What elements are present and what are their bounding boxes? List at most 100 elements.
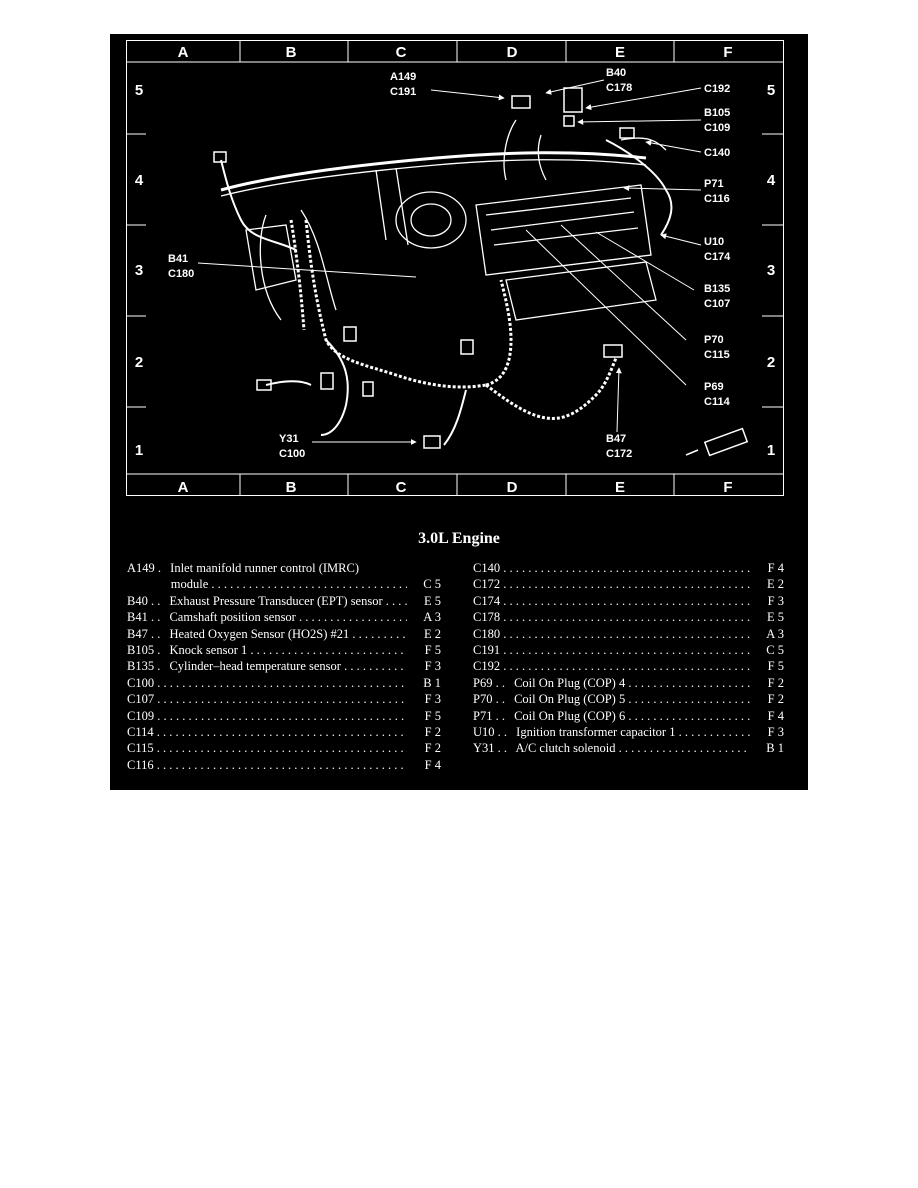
legend-entry: B40 . . Exhaust Pressure Transducer (EPT… <box>127 592 441 610</box>
legend-grid-location: B 1 <box>754 740 784 757</box>
legend-entry: C174 F 3 <box>473 592 784 610</box>
legend-description: Camshaft position sensor <box>166 610 296 625</box>
callout-u10: U10 <box>704 236 724 248</box>
callout-b40: B40 <box>606 67 626 79</box>
legend-description: Knock sensor 1 <box>166 642 248 657</box>
legend-description: Heated Oxygen Sensor (HO2S) #21 <box>166 626 350 641</box>
legend-entry: B47 . . Heated Oxygen Sensor (HO2S) #21E… <box>127 625 441 642</box>
legend-grid-location: F 3 <box>754 723 784 741</box>
col-label-a-bottom: A <box>178 479 189 496</box>
col-label-f-top: F <box>723 44 732 61</box>
legend-code: C172 <box>473 577 501 592</box>
legend-entry: moduleC 5 <box>127 576 441 593</box>
legend-entry: C180A 3 <box>473 625 784 642</box>
legend-entry-text: B40 . . Exhaust Pressure Transducer (EPT… <box>127 593 407 609</box>
legend-entry-text: C100 <box>127 675 407 691</box>
callout-b41: B41 <box>168 253 188 265</box>
callout-c107: C107 <box>704 298 730 310</box>
row-label-5-right: 5 <box>767 82 775 99</box>
row-label-1-right: 1 <box>767 442 775 459</box>
legend-code: C174 <box>473 593 501 608</box>
legend-grid-location: A 3 <box>411 609 441 626</box>
legend-grid-location: C 5 <box>754 641 784 659</box>
legend-code: U10 . . <box>473 724 508 739</box>
legend-entry: C115F 2 <box>127 740 441 757</box>
row-label-4-left: 4 <box>135 172 144 189</box>
legend-entry-text: B135 . Cylinder–head temperature sensor <box>127 658 407 674</box>
legend-code: C100 <box>127 675 155 690</box>
legend-grid-location: F 4 <box>411 756 441 774</box>
legend-entry: B105 . Knock sensor 1 F 5 <box>127 641 441 659</box>
legend-code: Y31 . . <box>473 741 508 756</box>
legend-code: B105 . <box>127 642 161 657</box>
legend-entry-text: U10 . . Ignition transformer capacitor 1 <box>473 724 750 740</box>
legend-entry: C116F 4 <box>127 756 441 774</box>
legend-description: Coil On Plug (COP) 6 <box>510 708 626 723</box>
engine-illustration <box>213 87 749 457</box>
legend-grid-location: F 4 <box>754 707 784 724</box>
callout-c116: C116 <box>704 193 730 205</box>
legend-code: C192 <box>473 659 501 674</box>
legend-entry: A149 . Inlet manifold runner control (IM… <box>127 560 441 576</box>
legend-grid-location: F 3 <box>754 592 784 610</box>
callout-c114: C114 <box>704 396 731 408</box>
legend-entry-text: P70 . . Coil On Plug (COP) 5 <box>473 691 750 707</box>
legend-entry-text: C140 <box>473 560 750 576</box>
leader-lines <box>197 79 702 445</box>
callout-c192: C192 <box>704 83 730 95</box>
callout-c109: C109 <box>704 122 730 134</box>
legend-grid-location: F 2 <box>754 691 784 708</box>
legend-description: module <box>127 577 209 592</box>
legend-code: C178 <box>473 610 501 625</box>
legend-entry-text: Y31 . . A/C clutch solenoid <box>473 740 750 756</box>
legend-code: C114 <box>127 724 154 739</box>
column-ticks <box>239 40 675 496</box>
legend-grid-location: E 5 <box>411 592 441 610</box>
legend-entry-text: C180 <box>473 626 750 642</box>
legend-code: B41 . . <box>127 610 161 625</box>
col-label-c-top: C <box>396 44 407 61</box>
legend-entry: B41 . . Camshaft position sensor A 3 <box>127 609 441 626</box>
legend-code: C115 <box>127 741 154 756</box>
legend-entry-text: C115 <box>127 740 407 756</box>
col-label-d-bottom: D <box>507 479 518 496</box>
col-label-d-top: D <box>507 44 518 61</box>
legend-description: Exhaust Pressure Transducer (EPT) sensor <box>166 593 383 608</box>
legend-description: Cylinder–head temperature sensor <box>166 659 341 674</box>
legend-code: C107 <box>127 692 155 707</box>
callout-c180: C180 <box>168 268 194 280</box>
legend-left-column: A149 . Inlet manifold runner control (IM… <box>127 560 441 774</box>
col-label-b-bottom: B <box>286 479 297 496</box>
legend-grid-location: F 5 <box>411 707 441 724</box>
col-label-e-top: E <box>615 44 625 61</box>
legend-code: C140 <box>473 561 501 575</box>
legend-entry: C192 F 5 <box>473 658 784 675</box>
callout-b135: B135 <box>704 283 730 295</box>
legend-grid-location: E 2 <box>754 576 784 593</box>
legend-entry: P70 . . Coil On Plug (COP) 5F 2 <box>473 691 784 708</box>
row-label-1-left: 1 <box>135 442 143 459</box>
legend-entry-text: C192 <box>473 658 750 674</box>
callout-y31: Y31 <box>279 433 299 445</box>
legend-grid-location: F 3 <box>411 691 441 708</box>
legend-grid-location: F 5 <box>754 658 784 675</box>
legend-entry: C107 F 3 <box>127 691 441 708</box>
row-label-3-left: 3 <box>135 262 143 279</box>
row-label-5-left: 5 <box>135 82 143 99</box>
callout-c140: C140 <box>704 147 730 159</box>
legend-description: A/C clutch solenoid <box>513 741 616 756</box>
legend-grid-location: A 3 <box>754 625 784 642</box>
legend-description: Coil On Plug (COP) 5 <box>510 692 626 707</box>
callout-c115: C115 <box>704 349 730 361</box>
legend-right-column: C140F 4C172E 2C174F 3C178E 5C180A 3C191C… <box>473 560 784 757</box>
callout-c191: C191 <box>390 86 416 98</box>
legend-grid-location: E 5 <box>754 609 784 626</box>
legend-description: Inlet manifold runner control (IMRC) <box>167 561 359 575</box>
callout-c172: C172 <box>606 448 632 460</box>
legend-entry-text: C116 <box>127 757 407 773</box>
legend-entry: U10 . . Ignition transformer capacitor 1… <box>473 723 784 741</box>
row-label-4-right: 4 <box>767 172 776 189</box>
legend-grid-location: F 5 <box>411 641 441 659</box>
legend-code: P70 . . <box>473 692 505 707</box>
callout-b105: B105 <box>704 107 730 119</box>
